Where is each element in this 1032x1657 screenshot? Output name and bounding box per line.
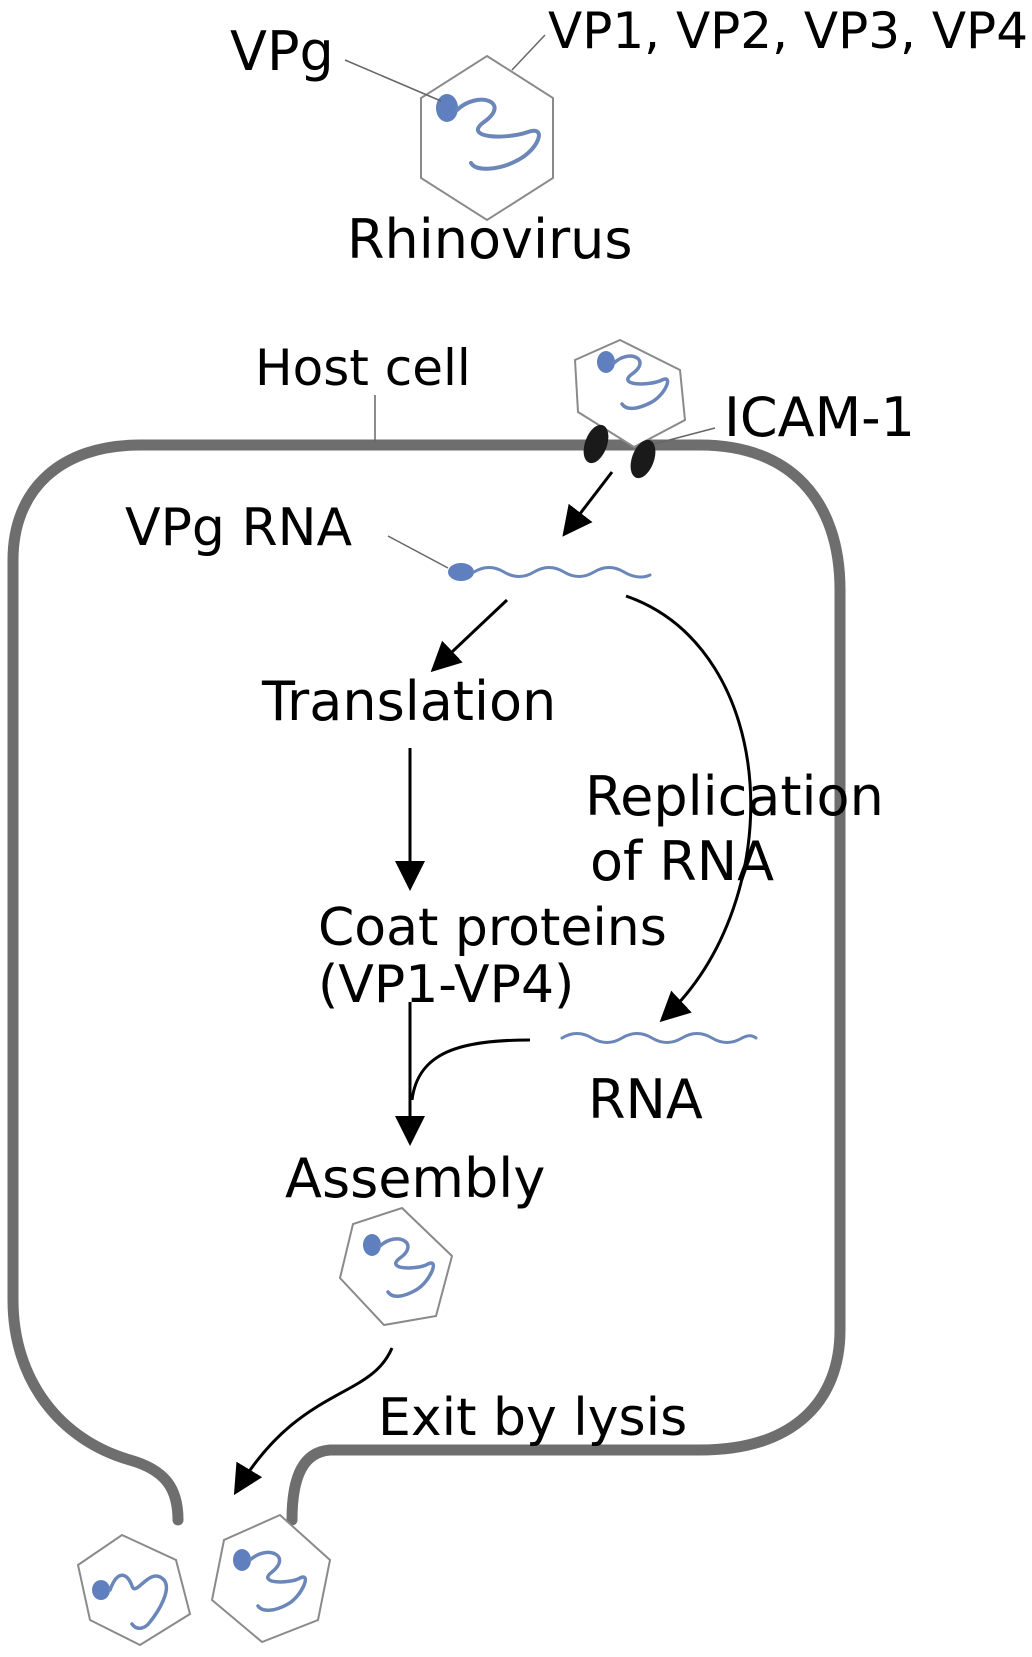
label-vpg: VPg [230, 20, 334, 83]
rna-strand [248, 1550, 307, 1612]
vpg-dot [92, 1580, 110, 1600]
vpg-rna-strand [472, 566, 652, 579]
rna-strand [108, 1573, 169, 1630]
replication-arrow [625, 594, 753, 1023]
capsid-hexagon [210, 1513, 332, 1644]
rhinovirus-particle-top [420, 54, 554, 222]
rna-strand [455, 97, 541, 171]
vpg-rna-leader-line [387, 535, 449, 569]
label-translation: Translation [261, 670, 556, 733]
vp-leader-line [511, 34, 546, 71]
rna-strand [612, 354, 670, 411]
vpg-dot [233, 1549, 251, 1571]
label-vp-list: VP1, VP2, VP3, VP4 [548, 2, 1028, 60]
label-replication-line2: of RNA [590, 830, 774, 893]
label-coat-line2: (VP1-VP4) [318, 955, 574, 1015]
rhinovirus-particle-attaching [573, 338, 687, 449]
rhinovirus-particle-assembled [338, 1206, 454, 1327]
exit-arrow [233, 1347, 394, 1496]
label-assembly: Assembly [285, 1147, 545, 1210]
rna-strand [378, 1237, 435, 1298]
label-icam: ICAM-1 [724, 386, 915, 449]
vpg-rna-dot [448, 563, 474, 581]
vpg-dot [363, 1234, 381, 1256]
icam-receptor [583, 424, 609, 464]
host-cell-membrane [7, 439, 846, 1526]
rna-join-arrow [410, 1038, 531, 1101]
entry-arrow [562, 471, 614, 537]
vpg-leader-line [344, 59, 442, 102]
rhinovirus-particle-released-right [210, 1513, 332, 1644]
vpg-dot [597, 351, 615, 373]
label-rhinovirus: Rhinovirus [347, 208, 633, 271]
label-replication-line1: Replication [585, 765, 884, 828]
label-vpg-rna: VPg RNA [125, 498, 352, 558]
new-rna-strand [560, 1032, 758, 1044]
label-host-cell: Host cell [255, 339, 471, 397]
vpg-dot [436, 94, 458, 122]
translation-arrow [430, 598, 509, 673]
label-rna: RNA [588, 1068, 703, 1131]
label-coat-line1: Coat proteins [318, 898, 667, 958]
icam-leader-line [653, 427, 716, 445]
rhinovirus-particle-released-left [76, 1533, 192, 1647]
label-exit: Exit by lysis [378, 1388, 687, 1448]
icam-receptor [630, 439, 656, 479]
capsid-hexagon [420, 54, 554, 222]
